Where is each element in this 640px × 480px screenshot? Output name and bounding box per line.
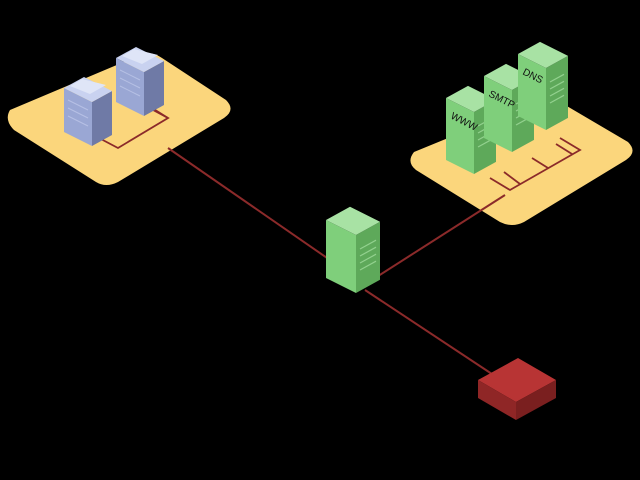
workstation-icon: [64, 77, 112, 146]
link-internal-to-firewall: [167, 147, 331, 261]
router[interactable]: [478, 358, 556, 420]
network-links: [167, 147, 506, 379]
workstation-2[interactable]: [116, 47, 164, 116]
internal-zone: [7, 47, 231, 185]
firewall-server-icon: [326, 206, 380, 293]
router-right: [516, 380, 556, 420]
dmz-zone: WWW SMTP DNS: [410, 41, 633, 225]
link-dmz-to-firewall: [374, 194, 506, 279]
dmz-wiring: [489, 137, 582, 192]
server-dns[interactable]: DNS: [518, 41, 568, 130]
link-firewall-to-router: [364, 289, 499, 379]
internal-zone-platform: [7, 53, 231, 185]
router-top: [478, 358, 556, 402]
firewall-server[interactable]: [326, 206, 380, 293]
server-icon: [518, 41, 568, 130]
workstation-icon: [116, 47, 164, 116]
dmz-zone-platform: [410, 99, 633, 225]
router-left: [478, 380, 516, 420]
workstation-1[interactable]: [64, 77, 112, 146]
